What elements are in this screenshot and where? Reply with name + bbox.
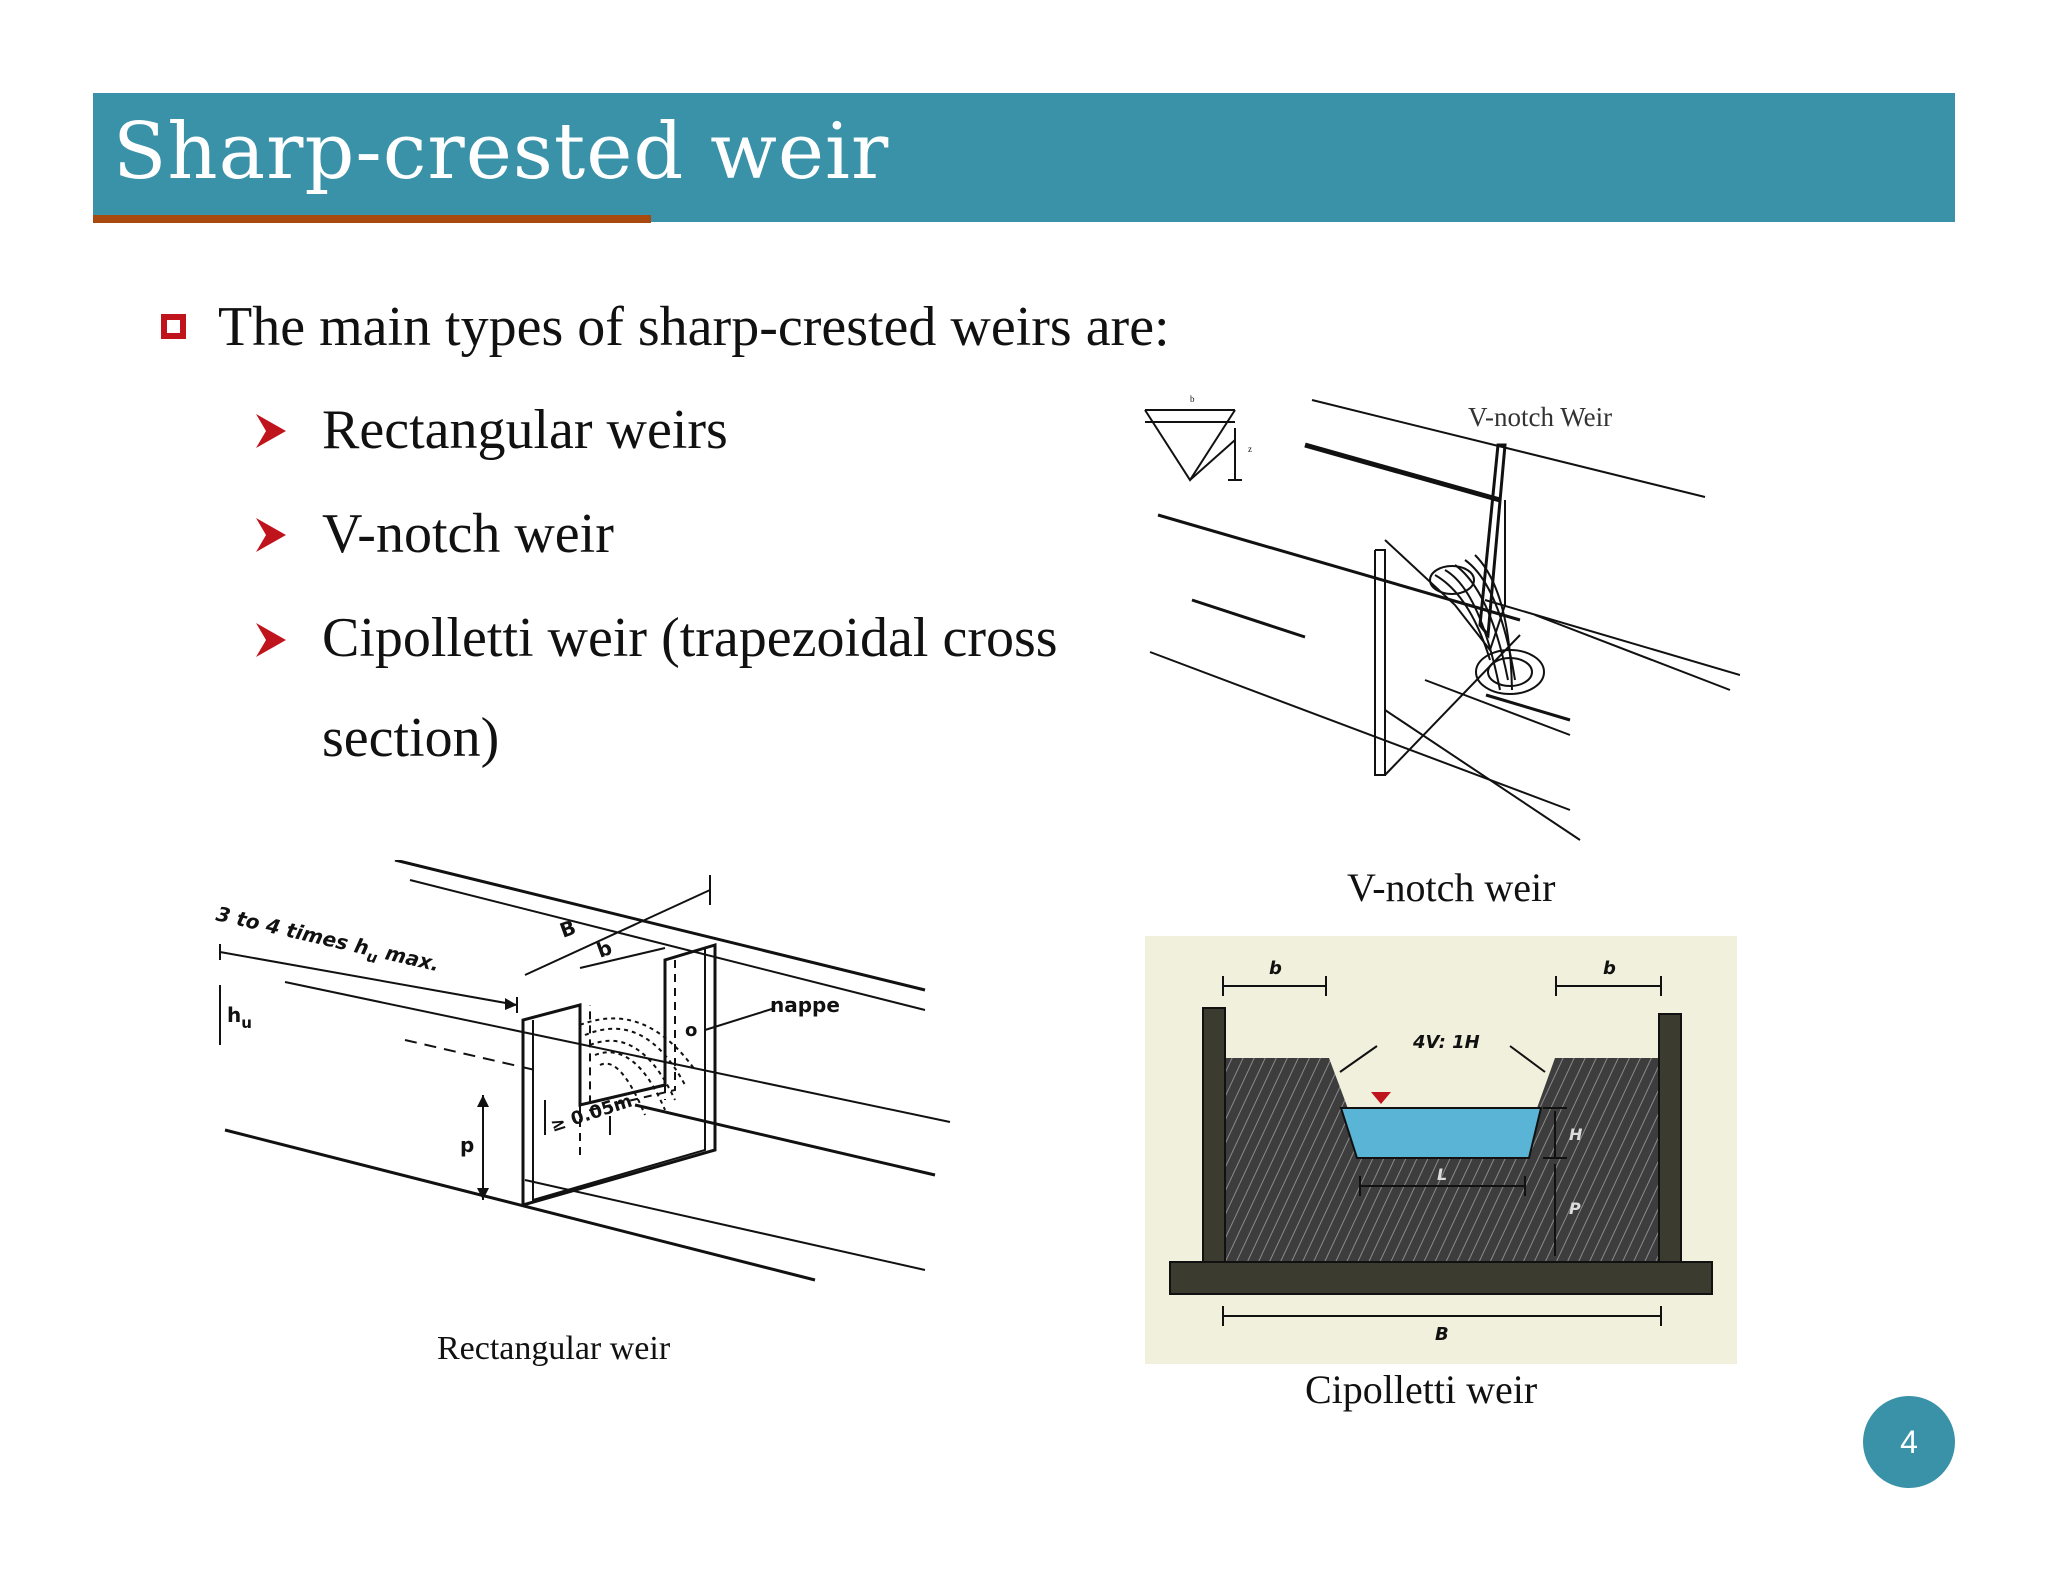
sub-bullet-vnotch: V-notch weir: [322, 503, 614, 565]
vnotch-label: V-notch Weir: [1468, 402, 1612, 432]
title-bar: Sharp-crested weir: [93, 93, 1955, 222]
rect-dim-hu: hu: [227, 1003, 252, 1032]
vnotch-diagram: b z V-notch Weir: [1144, 394, 1740, 841]
cipolletti-diagram: b b 4V: 1H H L P B: [1145, 936, 1737, 1364]
sub-bullet-cipolletti-cont: section): [322, 707, 500, 769]
cip-dim-H: H: [1569, 1125, 1583, 1144]
cip-dim-L: L: [1437, 1165, 1447, 1184]
rect-label-length: 3 to 4 times hu max.: [215, 901, 442, 981]
square-bullet-icon: [161, 313, 186, 339]
cip-dim-b-left: b: [1269, 958, 1282, 979]
vnotch-caption: V-notch weir: [1347, 865, 1556, 910]
rect-dim-b: b: [594, 935, 616, 962]
vnotch-dim-z: z: [1248, 444, 1252, 454]
title-underline: [93, 215, 651, 223]
arrow-bullet-icon: [256, 414, 286, 448]
vnotch-dim-b: b: [1190, 394, 1195, 404]
cip-dim-b-right: b: [1603, 958, 1616, 979]
rectangular-caption: Rectangular weir: [437, 1330, 671, 1367]
main-bullet-text: The main types of sharp-crested weirs ar…: [218, 296, 1170, 358]
slide-title: Sharp-crested weir: [113, 107, 890, 197]
sub-bullet-cipolletti: Cipolletti weir (trapezoidal cross: [322, 607, 1058, 669]
rect-dim-005: ≥ 0.05m: [548, 1091, 635, 1137]
rect-label-o: o: [685, 1020, 697, 1041]
rect-dim-B: B: [557, 915, 580, 943]
rectangular-weir-diagram: 3 to 4 times hu max. B b hu p ≥ 0.05m na…: [215, 860, 951, 1282]
main-bullet: The main types of sharp-crested weirs ar…: [161, 295, 1170, 359]
cip-slope-label: 4V: 1H: [1412, 1032, 1480, 1053]
cipolletti-caption: Cipolletti weir: [1305, 1367, 1538, 1412]
cip-dim-B: B: [1435, 1324, 1449, 1345]
cip-dim-P: P: [1569, 1199, 1581, 1218]
sub-bullet-rectangular: Rectangular weirs: [322, 399, 728, 461]
arrow-bullet-icon: [256, 623, 286, 657]
rect-dim-p: p: [460, 1133, 474, 1157]
page-number-badge: 4: [1863, 1396, 1955, 1488]
rect-label-nappe: nappe: [770, 993, 840, 1017]
arrow-bullet-icon: [256, 518, 286, 552]
